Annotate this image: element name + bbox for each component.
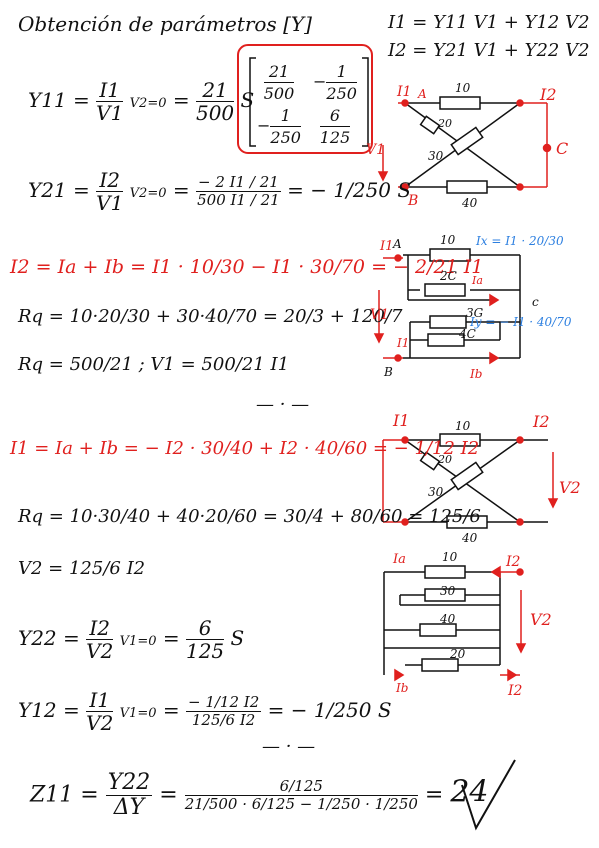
c2-ix-formula: Ix = I1 · 20/30 — [476, 234, 564, 248]
c1-i1-label: I1 — [397, 84, 412, 100]
separator-1: — · — — [256, 394, 310, 415]
c4-r30: 30 — [440, 584, 456, 598]
req-equation-3: Rq = 10·30/40 + 40·20/60 = 30/4 + 80/60 … — [18, 506, 481, 527]
circuit-4-red — [394, 565, 527, 682]
c2-i1b-label: I1 — [397, 336, 410, 350]
c4-ia-label: Ia — [393, 552, 406, 567]
y11-condition: V2=0 — [129, 96, 167, 111]
c4-r10: 10 — [442, 550, 458, 564]
y21-label: Y21 = — [28, 178, 90, 202]
c1-r10: 10 — [455, 81, 471, 95]
c1-v1-label: V1 — [366, 142, 386, 158]
c4-r20: 20 — [450, 647, 466, 661]
ia-ib-relation-1: I2 = Ia + Ib = I1 · 10/30 − I1 · 30/70 =… — [10, 256, 484, 278]
check-label: ✓ — [520, 772, 521, 773]
c2-ib-label: Ib — [470, 367, 483, 381]
z11-label: Z11 = — [30, 782, 99, 808]
c2-node-c: c — [532, 295, 539, 309]
c2-ia-label: Ia — [472, 274, 483, 287]
circuit-2-red — [373, 254, 500, 365]
circuit-3-red — [382, 436, 559, 526]
c3-r30: 30 — [428, 485, 444, 499]
equation-i2: I2 = Y21 V1 + Y22 V2 — [388, 40, 590, 61]
c4-r40: 40 — [440, 612, 456, 626]
c4-v2-label: V2 — [530, 610, 552, 629]
req-equation-2: Rq = 500/21 ; V1 = 500/21 I1 — [18, 354, 290, 375]
c4-ib-label: Ib — [396, 681, 409, 695]
circuit-1-red — [377, 99, 552, 191]
circuit-3 — [404, 433, 548, 529]
c3-i1-label: I1 — [393, 411, 410, 430]
matrix-highlight-box — [237, 44, 373, 154]
y22-label: Y22 = — [18, 626, 80, 650]
c2-node-a: A — [393, 237, 402, 251]
c2-v1-label: V1 — [370, 307, 390, 323]
c4-i2-label: I2 — [506, 554, 521, 570]
check-mark — [461, 759, 516, 831]
c1-r20: 20 — [438, 117, 452, 130]
siemens-unit: S — [240, 88, 255, 112]
c2-r20: 2C — [440, 269, 457, 283]
matrix-right-bracket — [362, 57, 369, 147]
c1-node-c: C — [556, 139, 569, 158]
c2-r30: 3G — [466, 306, 484, 320]
y11-label: Y11 = — [28, 88, 90, 112]
matrix-left-bracket — [249, 57, 256, 147]
c3-r10: 10 — [455, 419, 471, 433]
c1-i2-label: I2 — [540, 85, 557, 104]
c3-v2-label: V2 — [559, 478, 581, 497]
c2-i1-label: I1 — [380, 239, 394, 254]
c1-r30: 30 — [428, 149, 444, 163]
v2-equation: V2 = 125/6 I2 — [18, 558, 146, 579]
circuit-2 — [403, 248, 521, 359]
c3-r40: 40 — [462, 531, 478, 545]
c3-r20: 20 — [438, 453, 452, 466]
c3-i2-label: I2 — [533, 412, 550, 431]
y12-label: Y12 = — [18, 698, 80, 722]
circuit-1 — [404, 96, 521, 194]
c1-node-a: A — [418, 87, 427, 101]
c4-i2b-label: I2 — [508, 683, 523, 699]
c2-iy-formula: Iy = − I1 · 40/70 — [470, 315, 572, 329]
c2-r40: 4C — [459, 327, 476, 341]
circuit-4 — [383, 565, 501, 675]
z11-result: 24 — [450, 774, 489, 810]
separator-2: — · — — [262, 736, 316, 757]
c2-r10: 10 — [440, 233, 456, 247]
equation-i1: I1 = Y11 V1 + Y12 V2 — [388, 12, 590, 33]
req-equation-1: Rq = 10·20/30 + 30·40/70 = 20/3 + 120/7 — [18, 306, 403, 327]
ia-ib-relation-2: I1 = Ia + Ib = − I2 · 30/40 + I2 · 40/60… — [10, 438, 480, 459]
page-title: Obtención de parámetros [Y] — [18, 12, 312, 36]
c2-node-b: B — [384, 365, 393, 379]
c1-r40: 40 — [462, 196, 478, 210]
c1-node-b: B — [408, 193, 419, 209]
